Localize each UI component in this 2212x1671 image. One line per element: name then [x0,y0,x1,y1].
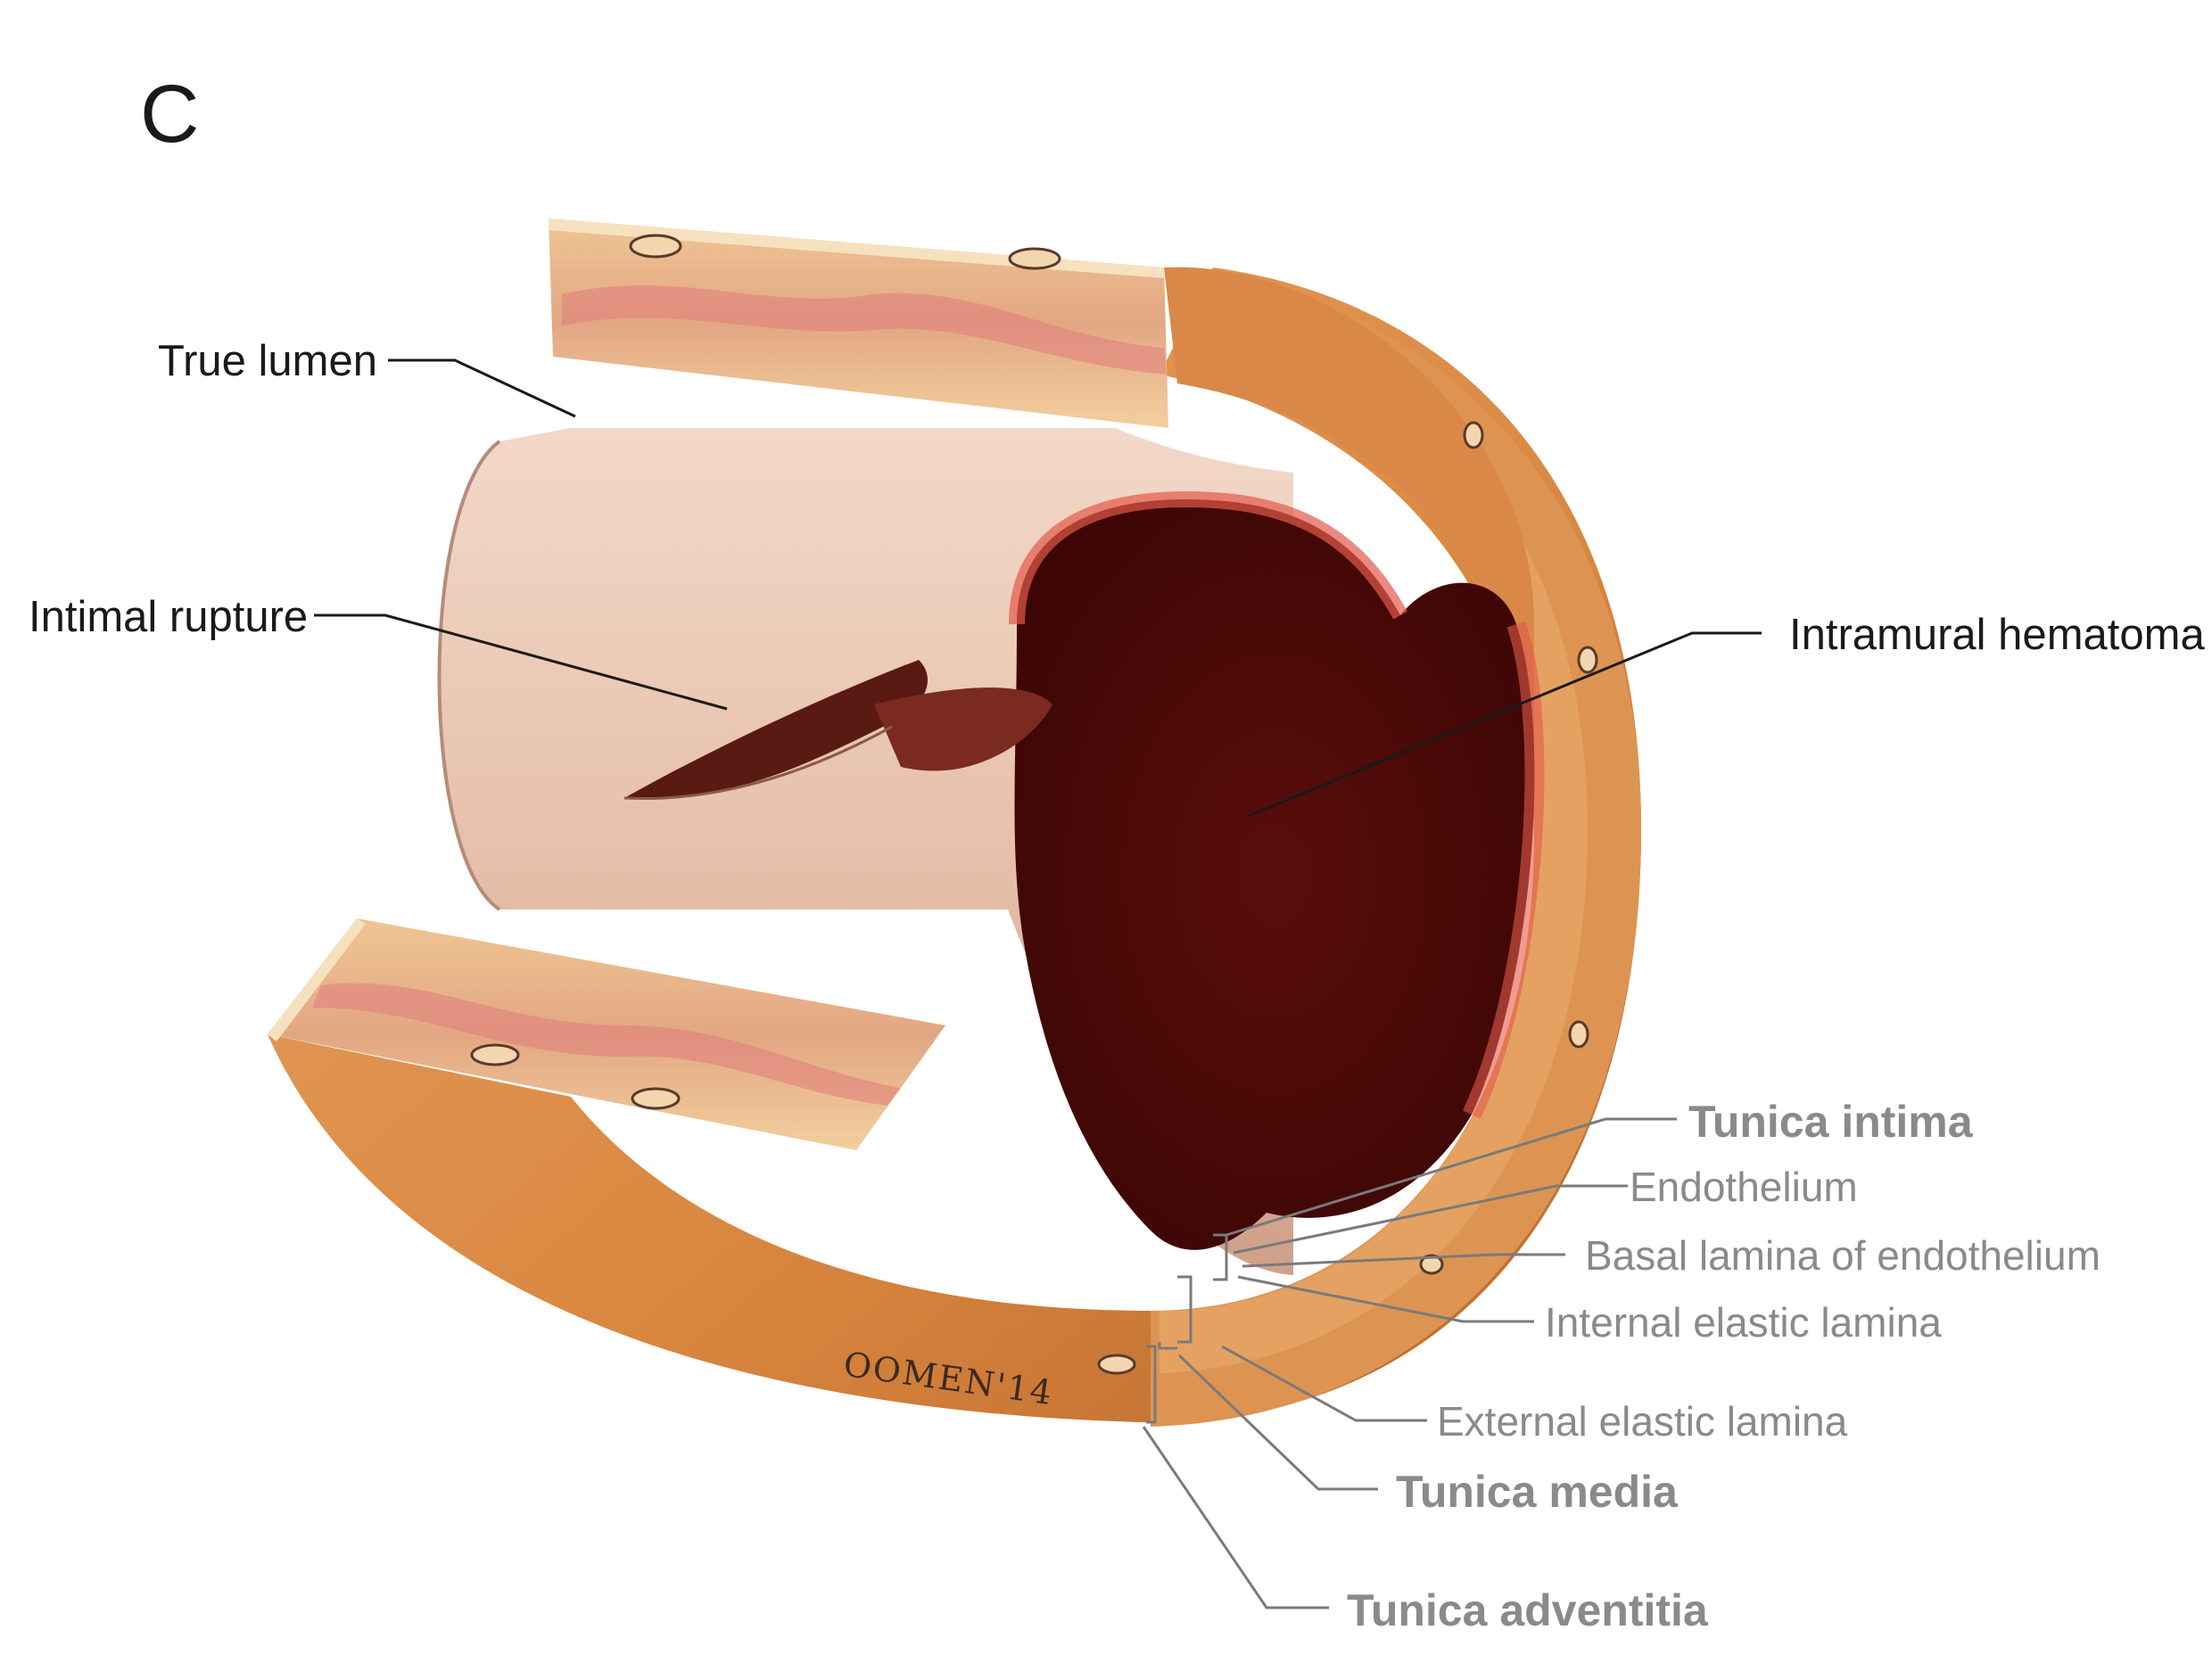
hematoma-lumen [1009,490,1545,1250]
label-basal-lamina: Basal lamina of endothelium [1585,1232,2101,1279]
leader-lines-grey [1142,1117,1677,1609]
label-intimal-rupture: Intimal rupture [29,593,309,641]
panel-letter: C [140,69,200,160]
label-tunica-intima: Tunica intima [1688,1097,1973,1147]
upper-wall-section [549,218,1534,838]
label-tunica-adventitia: Tunica adventitia [1347,1585,1708,1635]
label-tunica-media: Tunica media [1396,1467,1678,1517]
intimal-rupture-tear [623,660,1052,801]
label-intramural-hematoma: Intramural hematoma [1789,611,2205,659]
label-endothelium: Endothelium [1630,1164,1858,1210]
label-true-lumen: True lumen [158,337,378,385]
vasa-vasorum [1097,421,1598,1375]
label-internal-elastic-lamina: Internal elastic lamina [1545,1299,1942,1346]
leader-lines-dark [314,358,1762,818]
lower-wall-section [268,918,945,1150]
label-external-elastic-lamina: External elastic lamina [1437,1398,1848,1445]
